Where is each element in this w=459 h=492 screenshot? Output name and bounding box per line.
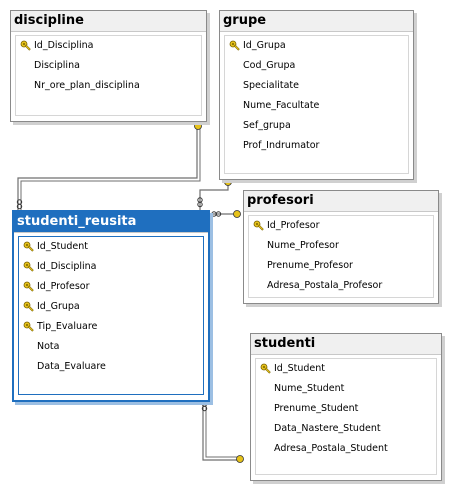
column-row[interactable]: Disciplina: [16, 56, 201, 76]
primary-key-icon: [229, 40, 241, 52]
column-name: Cod_Grupa: [243, 60, 296, 71]
primary-key-icon: [260, 363, 272, 375]
column-row[interactable]: Data_Evaluare: [19, 357, 203, 377]
primary-key-icon: [20, 40, 32, 52]
infinity-endpoint-profesori: [211, 211, 222, 217]
column-name: Prenume_Profesor: [267, 260, 353, 271]
column-row[interactable]: Id_Student: [19, 237, 203, 257]
column-name: Nr_ore_plan_disciplina: [34, 80, 140, 91]
column-row[interactable]: Id_Profesor: [249, 216, 433, 236]
column-row[interactable]: Id_Student: [256, 359, 436, 379]
table-title: profesori: [244, 191, 438, 212]
column-name: Adresa_Postala_Profesor: [267, 280, 383, 291]
primary-key-icon: [23, 261, 35, 273]
column-row[interactable]: Specialitate: [225, 76, 408, 96]
infinity-endpoint-grupe: [197, 197, 203, 208]
column-row[interactable]: Sef_grupa: [225, 116, 408, 136]
column-name: Adresa_Postala_Student: [274, 443, 388, 454]
column-name: Disciplina: [34, 60, 80, 71]
column-name: Id_Student: [37, 241, 88, 252]
column-row[interactable]: Nume_Student: [256, 379, 436, 399]
key-endpoint-profesori: [233, 210, 241, 218]
column-name: Nota: [37, 341, 60, 352]
table-title: studenti_reusita: [14, 212, 208, 233]
column-name: Sef_grupa: [243, 120, 291, 131]
key-endpoint-discipline: [194, 122, 202, 130]
column-name: Data_Nastere_Student: [274, 423, 381, 434]
relation-grupe: [199, 180, 229, 210]
column-name: Id_Disciplina: [34, 40, 94, 51]
table-title: studenti: [251, 334, 441, 355]
primary-key-icon: [23, 301, 35, 313]
column-row[interactable]: Adresa_Postala_Profesor: [249, 276, 433, 296]
column-name: Prenume_Student: [274, 403, 359, 414]
relation-studenti: [202, 400, 242, 461]
primary-key-icon: [23, 321, 35, 333]
column-row[interactable]: Id_Profesor: [19, 277, 203, 297]
column-row[interactable]: Adresa_Postala_Student: [256, 439, 436, 459]
column-row[interactable]: Id_Disciplina: [16, 36, 201, 56]
column-name: Id_Grupa: [243, 40, 286, 51]
column-row[interactable]: Nume_Facultate: [225, 96, 408, 116]
column-name: Id_Profesor: [37, 281, 90, 292]
table-title: discipline: [11, 11, 206, 32]
column-name: Id_Disciplina: [37, 261, 97, 272]
column-name: Id_Student: [274, 363, 325, 374]
column-row[interactable]: Id_Grupa: [19, 297, 203, 317]
primary-key-icon: [23, 281, 35, 293]
column-name: Id_Grupa: [37, 301, 80, 312]
column-row[interactable]: Tip_Evaluare: [19, 317, 203, 337]
column-row[interactable]: Prenume_Profesor: [249, 256, 433, 276]
column-name: Nume_Profesor: [267, 240, 339, 251]
column-name: Nume_Facultate: [243, 100, 320, 111]
column-row[interactable]: Nume_Profesor: [249, 236, 433, 256]
column-name: Id_Profesor: [267, 220, 320, 231]
infinity-endpoint-discipline: [16, 199, 23, 210]
column-row[interactable]: Prenume_Student: [256, 399, 436, 419]
column-row[interactable]: Id_Disciplina: [19, 257, 203, 277]
column-name: Tip_Evaluare: [37, 321, 98, 332]
key-endpoint-studenti: [236, 455, 244, 463]
primary-key-icon: [23, 241, 35, 253]
column-row[interactable]: Data_Nastere_Student: [256, 419, 436, 439]
column-row[interactable]: Cod_Grupa: [225, 56, 408, 76]
column-name: Data_Evaluare: [37, 361, 106, 372]
column-name: Nume_Student: [274, 383, 345, 394]
column-row[interactable]: Id_Grupa: [225, 36, 408, 56]
table-title: grupe: [220, 11, 413, 32]
column-row[interactable]: Nota: [19, 337, 203, 357]
primary-key-icon: [253, 220, 265, 232]
column-name: Prof_Indrumator: [243, 140, 320, 151]
column-name: Specialitate: [243, 80, 299, 91]
column-row[interactable]: Prof_Indrumator: [225, 136, 408, 156]
column-row[interactable]: Nr_ore_plan_disciplina: [16, 76, 201, 96]
relation-discipline: [17, 128, 198, 210]
